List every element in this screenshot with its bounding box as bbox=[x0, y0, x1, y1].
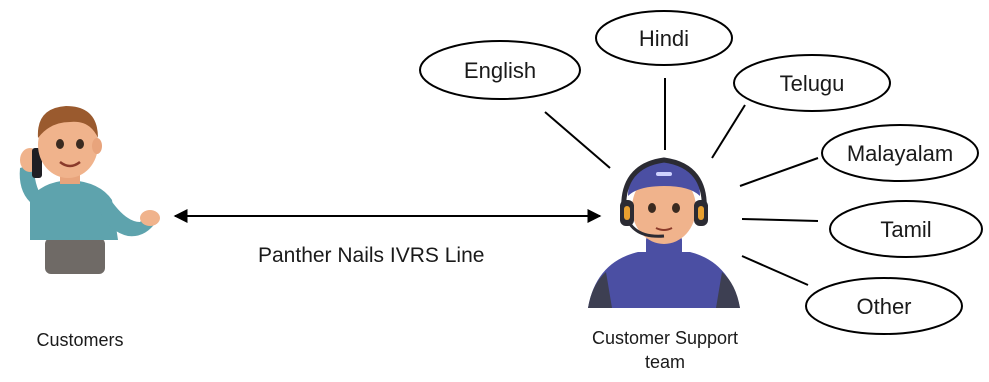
connector-malayalam bbox=[739, 157, 819, 187]
connector-tamil bbox=[741, 218, 819, 222]
language-label-hindi: Hindi bbox=[639, 26, 689, 51]
ivrs-line-label: Panther Nails IVRS Line bbox=[258, 244, 485, 267]
language-node-telugu: Telugu bbox=[733, 54, 891, 112]
language-label-telugu: Telugu bbox=[780, 71, 845, 96]
language-node-tamil: Tamil bbox=[829, 200, 983, 258]
language-node-english: English bbox=[419, 40, 581, 100]
language-node-hindi: Hindi bbox=[595, 10, 733, 66]
connector-other bbox=[741, 255, 809, 286]
language-label-other: Other bbox=[856, 294, 911, 319]
connector-telugu bbox=[711, 104, 746, 159]
customers-caption: Customers bbox=[36, 330, 124, 350]
language-label-tamil: Tamil bbox=[880, 217, 931, 242]
language-label-english: English bbox=[464, 58, 536, 83]
support-agent-illustration bbox=[588, 157, 740, 308]
language-node-malayalam: Malayalam bbox=[821, 124, 979, 182]
support-team-caption: Customer Support team bbox=[591, 328, 739, 372]
connector-english bbox=[544, 111, 611, 169]
customer-illustration bbox=[19, 106, 160, 274]
language-label-malayalam: Malayalam bbox=[847, 141, 953, 166]
language-node-other: Other bbox=[805, 277, 963, 335]
